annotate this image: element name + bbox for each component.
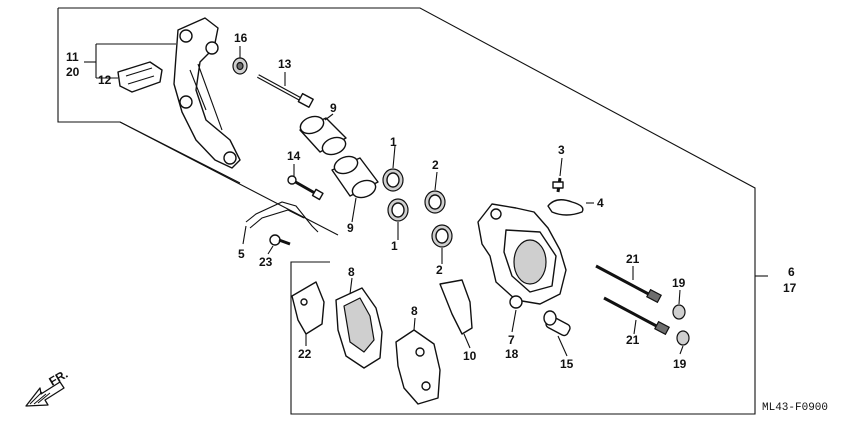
callout-23: 23 bbox=[259, 255, 273, 269]
callout-9a: 9 bbox=[330, 101, 337, 115]
front-label: FR. bbox=[47, 367, 71, 389]
group-outlines bbox=[57, 7, 768, 415]
callout-22: 22 bbox=[298, 347, 312, 361]
callout-9b: 9 bbox=[347, 221, 354, 235]
callout-21a: 21 bbox=[626, 252, 640, 266]
callout-19b: 19 bbox=[673, 357, 687, 371]
brake-pad-outer bbox=[395, 329, 441, 405]
callout-15: 15 bbox=[560, 357, 574, 371]
callout-13: 13 bbox=[278, 57, 292, 71]
callout-1a: 1 bbox=[390, 135, 397, 149]
bolt-23 bbox=[269, 234, 291, 246]
pad-pin bbox=[287, 175, 324, 201]
bleed-valve bbox=[552, 177, 564, 193]
callout-4: 4 bbox=[597, 196, 604, 210]
front-arrow-icon: FR. bbox=[25, 367, 71, 407]
callout-20: 20 bbox=[66, 65, 80, 79]
diagram-code: ML43-F0900 bbox=[762, 402, 828, 414]
leader-lines bbox=[84, 43, 684, 357]
callout-21b: 21 bbox=[626, 333, 640, 347]
callout-8b: 8 bbox=[411, 304, 418, 318]
pad-retainer-clip bbox=[117, 61, 163, 93]
bleed-cap bbox=[547, 199, 584, 216]
brake-pad-inner bbox=[335, 287, 383, 369]
slide-pins bbox=[595, 264, 670, 336]
callout-11: 11 bbox=[66, 50, 79, 64]
callout-7: 7 bbox=[508, 333, 515, 347]
callout-1b: 1 bbox=[391, 239, 398, 253]
callout-2b: 2 bbox=[436, 263, 443, 277]
callout-8a: 8 bbox=[348, 265, 355, 279]
callout-labels: 11 20 12 16 13 9 9 14 1 1 2 2 3 4 5 23 6… bbox=[66, 31, 797, 371]
callout-14: 14 bbox=[287, 149, 301, 163]
pad-shim-22 bbox=[291, 281, 325, 335]
pin-boot bbox=[232, 57, 248, 75]
callout-10: 10 bbox=[463, 349, 477, 363]
pin-boots bbox=[672, 304, 690, 346]
caliper-body bbox=[477, 203, 567, 309]
callout-16: 16 bbox=[234, 31, 248, 45]
pad-shim-10 bbox=[439, 279, 473, 335]
callout-19a: 19 bbox=[672, 276, 686, 290]
callout-6: 6 bbox=[788, 265, 795, 279]
pad-spring bbox=[245, 201, 319, 233]
callout-18: 18 bbox=[505, 347, 519, 361]
callout-2a: 2 bbox=[432, 158, 439, 172]
caliper-bracket bbox=[173, 17, 241, 169]
callout-3: 3 bbox=[558, 143, 565, 157]
dust-seals bbox=[424, 190, 453, 248]
pistons bbox=[299, 115, 379, 199]
callout-12: 12 bbox=[98, 73, 112, 87]
callout-5: 5 bbox=[238, 247, 245, 261]
callout-17: 17 bbox=[783, 281, 797, 295]
piston-seals bbox=[382, 168, 409, 222]
slide-pin-bolt bbox=[257, 74, 314, 108]
caliper-pin-bolt bbox=[543, 310, 571, 337]
